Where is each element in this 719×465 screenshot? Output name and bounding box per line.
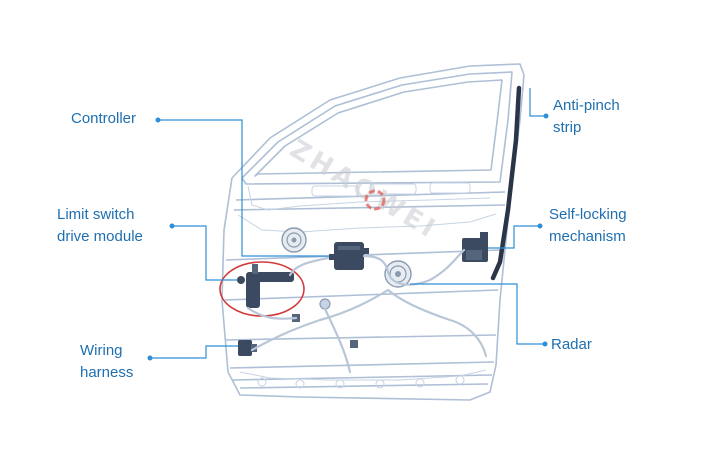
- controller-label: Controller: [71, 110, 137, 127]
- speaker-icon: [281, 227, 307, 253]
- limit-switch-leader: [172, 225, 237, 281]
- watermark-logo-icon: [364, 189, 386, 211]
- leader-dots: [147, 113, 549, 361]
- door-inner-panel: [237, 182, 497, 389]
- lock-mechanism-icon: [462, 232, 488, 262]
- radar-label: Radar: [551, 336, 592, 353]
- limit-switch-icon: [237, 264, 294, 308]
- radar-leader: [410, 283, 545, 345]
- anti-pinch-leader: [529, 88, 546, 117]
- self-locking-label: Self-locking mechanism: [549, 206, 627, 245]
- wiring-harness-leader: [150, 345, 238, 359]
- anti-pinch-strip: [490, 85, 522, 281]
- self-locking-leader: [488, 225, 540, 249]
- controller-icon: [329, 242, 369, 270]
- wiring-harness: [246, 248, 488, 374]
- leader-lines: [150, 88, 546, 359]
- wiring-harness-label: Wiring harness: [80, 342, 134, 381]
- door-frame: [221, 63, 525, 401]
- limit-switch-highlight: [219, 261, 305, 317]
- anti-pinch-label: Anti-pinch strip: [553, 97, 620, 136]
- controller-leader: [158, 119, 329, 257]
- limit-switch-label: Limit switch drive module: [57, 206, 143, 245]
